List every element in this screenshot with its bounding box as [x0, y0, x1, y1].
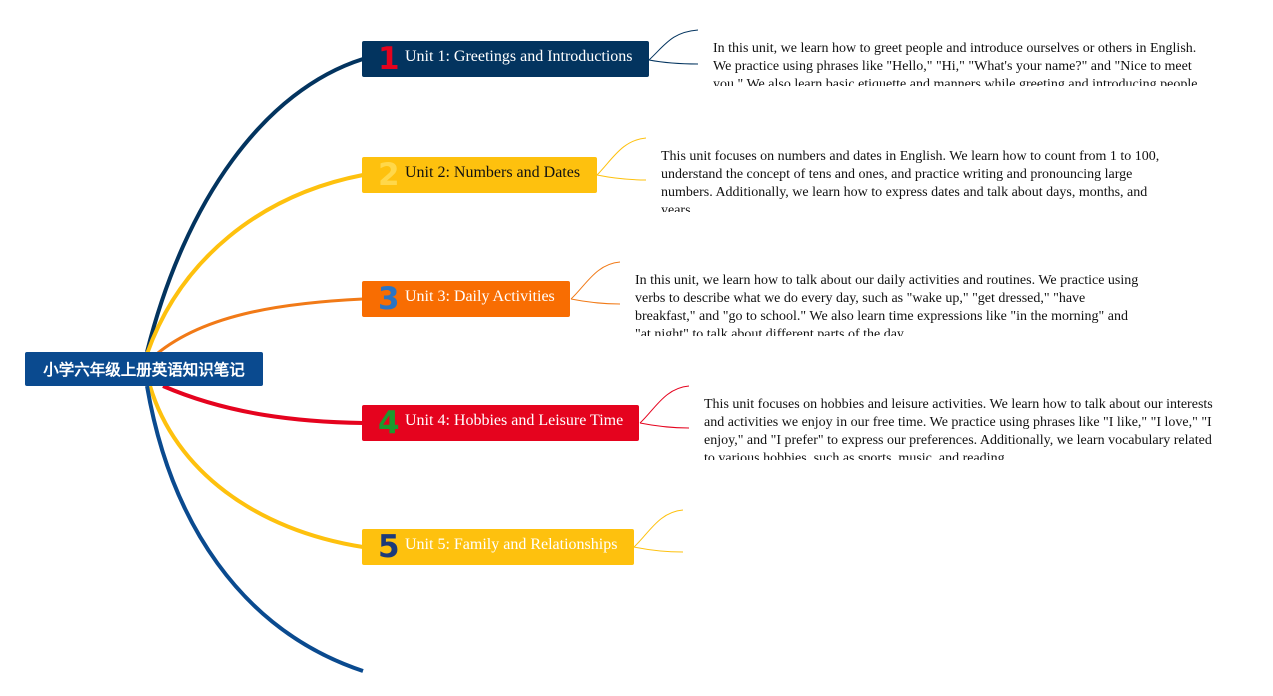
unit-number-2: 2: [378, 157, 400, 193]
leaf-connector-3: [570, 261, 621, 300]
leaf-connector-1b: [648, 59, 699, 65]
unit-node-4[interactable]: 4 Unit 4: Hobbies and Leisure Time: [362, 405, 639, 441]
unit-description-3: In this unit, we learn how to talk about…: [635, 273, 1139, 336]
leaf-connector-3b: [570, 298, 621, 305]
leaf-connector-5b: [633, 546, 684, 553]
branch-unit-3: [150, 297, 364, 360]
unit-number-4: 4: [378, 405, 400, 441]
leaf-connector-5: [633, 509, 684, 548]
leaf-connector-2: [596, 137, 647, 176]
leaf-connector-4b: [639, 422, 690, 429]
unit-node-2[interactable]: 2 Unit 2: Numbers and Dates: [362, 157, 597, 193]
unit-node-5[interactable]: 5 Unit 5: Family and Relationships: [362, 529, 634, 565]
branch-unit-2: [145, 173, 364, 355]
unit-description-2: This unit focuses on numbers and dates i…: [661, 149, 1160, 212]
unit-description-4: This unit focuses on hobbies and leisure…: [704, 397, 1213, 460]
unit-node-3[interactable]: 3 Unit 3: Daily Activities: [362, 281, 570, 317]
unit-number-3: 3: [378, 281, 400, 317]
branch-unit-5: [148, 385, 364, 549]
branch-unit-4: [162, 384, 364, 425]
leaf-connector-4: [639, 385, 690, 424]
branch-unit-1: [145, 57, 364, 353]
unit-number-5: 5: [378, 529, 400, 565]
unit-description-1: In this unit, we learn how to greet peop…: [713, 41, 1201, 86]
unit-number-1: 1: [378, 41, 400, 77]
unit-label-3: Unit 3: Daily Activities: [405, 288, 555, 305]
root-topic-label: 小学六年级上册英语知识笔记: [43, 361, 245, 379]
unit-label-5: Unit 5: Family and Relationships: [405, 536, 618, 553]
unit-node-1[interactable]: 1 Unit 1: Greetings and Introductions: [362, 41, 649, 77]
branch-extra: [145, 385, 364, 673]
unit-label-4: Unit 4: Hobbies and Leisure Time: [405, 412, 624, 429]
root-topic[interactable]: 小学六年级上册英语知识笔记: [25, 352, 263, 386]
leaf-connector-1: [648, 29, 699, 61]
unit-label-2: Unit 2: Numbers and Dates: [405, 164, 581, 181]
leaf-connector-2b: [596, 174, 647, 181]
unit-label-1: Unit 1: Greetings and Introductions: [405, 48, 633, 65]
